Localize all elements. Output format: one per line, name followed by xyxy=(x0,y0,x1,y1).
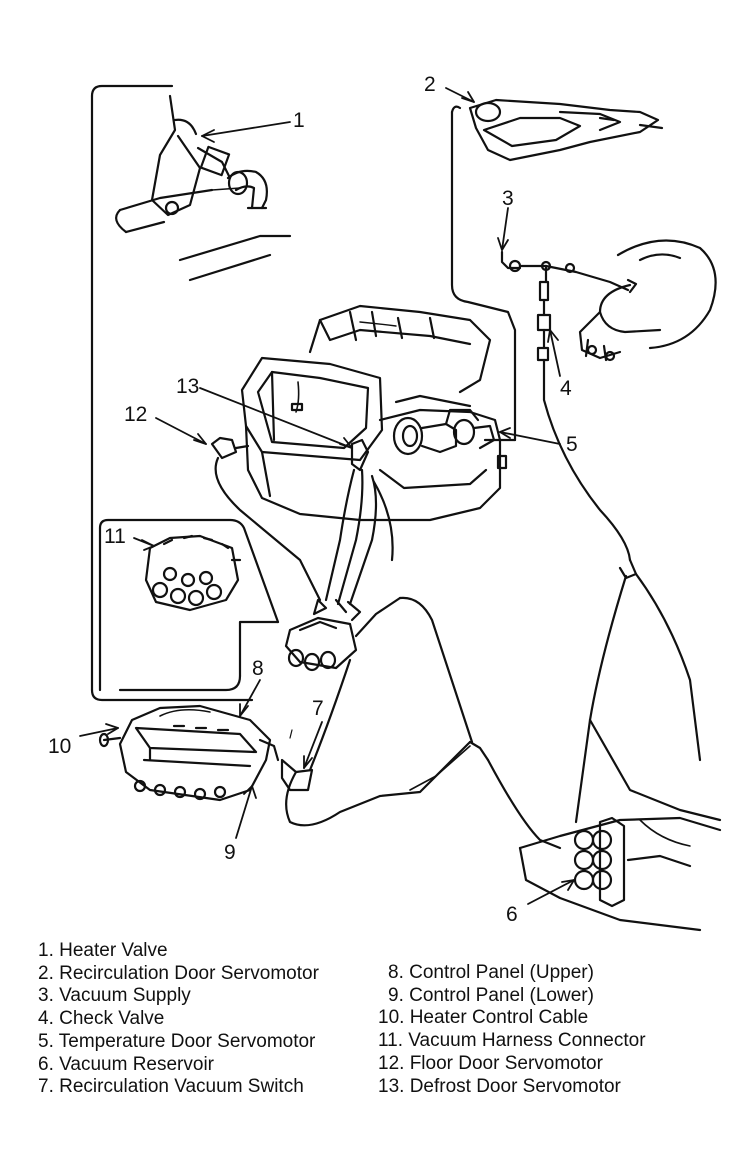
legend-item-5: 5. Temperature Door Servomotor xyxy=(38,1030,316,1052)
legend-item-9: 9. Control Panel (Lower) xyxy=(388,984,594,1006)
heater-vacuum-system-diagram xyxy=(79,84,722,932)
legend-item-11: 11. Vacuum Harness Connector xyxy=(378,1030,646,1052)
legend-item-4: 4. Check Valve xyxy=(38,1008,165,1030)
recirc-servomotor-drawing xyxy=(450,98,664,442)
legend-item-3: 3. Vacuum Supply xyxy=(38,985,191,1007)
harness-connector-drawing xyxy=(284,596,474,744)
connector-inset-drawing xyxy=(98,518,280,692)
callout-1: 1 xyxy=(293,109,305,132)
recirc-switch-lines-drawing xyxy=(280,658,562,850)
legend-item-6: 6. Vacuum Reservoir xyxy=(38,1053,214,1075)
callout-4: 4 xyxy=(560,377,572,400)
control-panel-drawing xyxy=(98,704,280,802)
legend-right-column: 8. Control Panel (Upper) 9. Control Pane… xyxy=(378,962,718,1098)
callout-6: 6 xyxy=(506,903,518,926)
callout-12: 12 xyxy=(124,403,148,426)
callout-13: 13 xyxy=(176,375,200,398)
callout-7: 7 xyxy=(312,697,324,720)
legend-item-1: 1. Heater Valve xyxy=(38,940,168,961)
callout-10: 10 xyxy=(48,735,72,758)
callout-3: 3 xyxy=(502,187,514,210)
vacuum-reservoir-drawing xyxy=(518,558,722,932)
callout-5: 5 xyxy=(566,433,578,456)
legend-item-7: 7. Recirculation Vacuum Switch xyxy=(38,1076,304,1098)
callout-9: 9 xyxy=(224,841,236,864)
callout-2: 2 xyxy=(424,73,436,96)
floor-defrost-servos-drawing xyxy=(210,436,394,606)
legend-item-8: 8. Control Panel (Upper) xyxy=(388,962,594,983)
legend-item-12: 12. Floor Door Servomotor xyxy=(378,1052,603,1074)
legend-item-10: 10. Heater Control Cable xyxy=(378,1007,589,1029)
legend-item-13: 13. Defrost Door Servomotor xyxy=(378,1075,621,1097)
vacuum-supply-drawing xyxy=(500,239,717,562)
hvac-case-drawing xyxy=(240,304,508,522)
leader-lines xyxy=(79,87,575,905)
heater-valve-drawing xyxy=(90,84,292,702)
callout-11: 11 xyxy=(104,525,126,548)
legend-left-column: 1. Heater Valve 2. Recirculation Door Se… xyxy=(38,940,383,1099)
callout-8: 8 xyxy=(252,657,264,680)
legend-item-2: 2. Recirculation Door Servomotor xyxy=(38,962,319,984)
